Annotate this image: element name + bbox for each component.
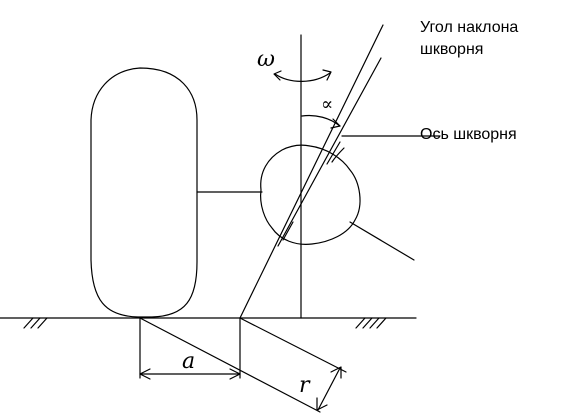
rotation-arc — [274, 72, 331, 82]
ground-hatch-left — [23, 317, 48, 329]
kingpin-axis-label: Ось шкворня — [420, 126, 517, 143]
r-symbol: r — [299, 373, 311, 398]
wheel-outline — [90, 67, 198, 318]
dim-a-arrow-left — [139, 368, 151, 380]
alpha-symbol: ∝ — [321, 94, 333, 115]
tie-rod — [349, 221, 415, 261]
kingpin-axis-line-1 — [239, 24, 384, 319]
rotation-arrow-right — [322, 69, 332, 81]
title-line-2: шкворня — [420, 41, 484, 58]
dim-r-arrow-bottom — [316, 397, 328, 411]
kingpin-axis-line-2 — [277, 57, 382, 247]
a-symbol: a — [182, 349, 195, 374]
dim-r-line — [317, 367, 341, 411]
title-line-1: Угол наклона — [420, 19, 519, 36]
dim-r-ext-2 — [239, 317, 347, 373]
hub-outline — [260, 144, 361, 245]
angle-arrow — [330, 118, 341, 129]
dim-r-arrow-top — [330, 366, 342, 379]
kingpin-pins — [282, 141, 345, 241]
rotation-arrow-left — [273, 70, 282, 81]
dim-a-arrow-right — [229, 368, 241, 380]
omega-symbol: ω — [257, 47, 275, 72]
dim-r-ext-1 — [139, 317, 321, 413]
ground-hatch-right — [355, 317, 387, 329]
